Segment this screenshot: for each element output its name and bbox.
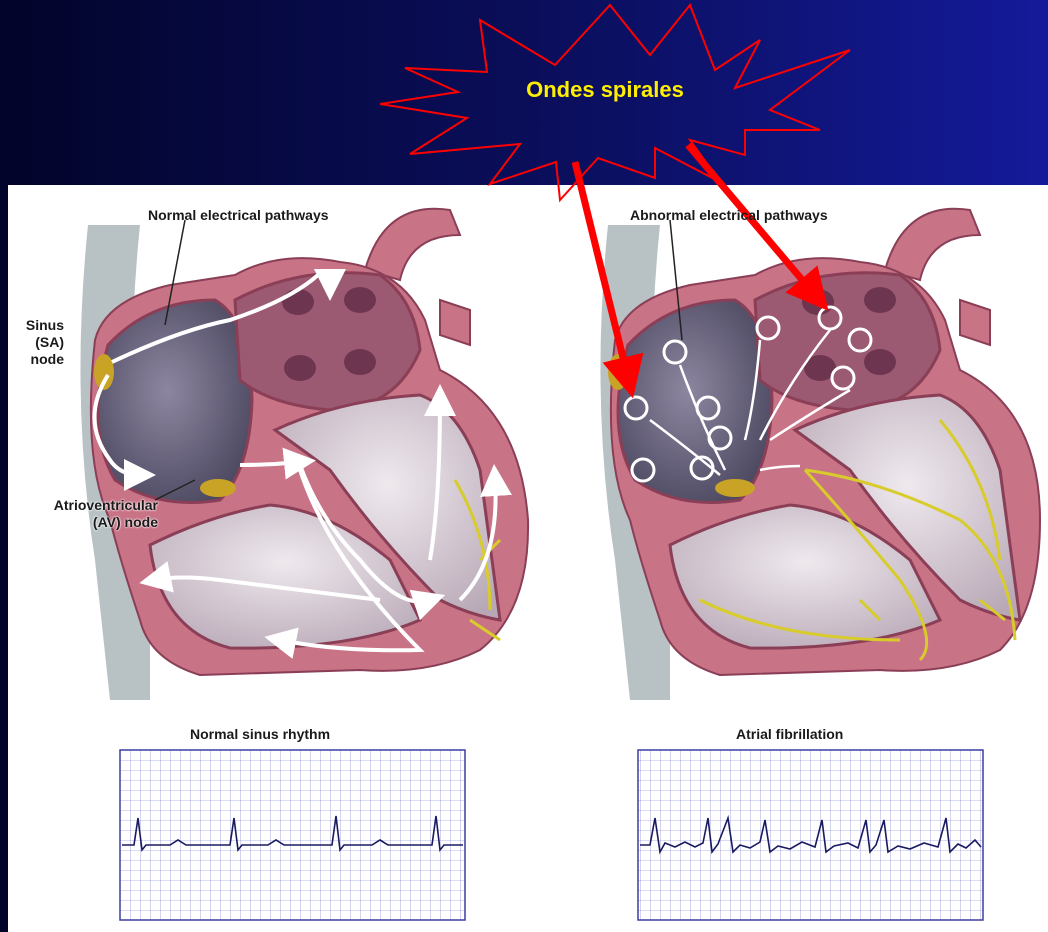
left-heart-illustration xyxy=(80,209,528,700)
right-panel-title: Abnormal electrical pathways xyxy=(630,207,828,223)
sa-node-label: Sinus (SA) node xyxy=(10,317,64,368)
ecg-strip-normal xyxy=(120,750,465,920)
ecg-title-normal: Normal sinus rhythm xyxy=(190,726,330,742)
av-node-label: Atrioventricular (AV) node xyxy=(8,497,158,531)
callout-label: Ondes spirales xyxy=(480,77,730,103)
right-heart-illustration xyxy=(600,209,1040,700)
ecg-strip-afib xyxy=(638,750,983,920)
ecg-title-afib: Atrial fibrillation xyxy=(736,726,843,742)
left-panel-title: Normal electrical pathways xyxy=(148,207,329,223)
av-node-abnormal xyxy=(715,479,755,497)
av-node xyxy=(200,479,236,497)
